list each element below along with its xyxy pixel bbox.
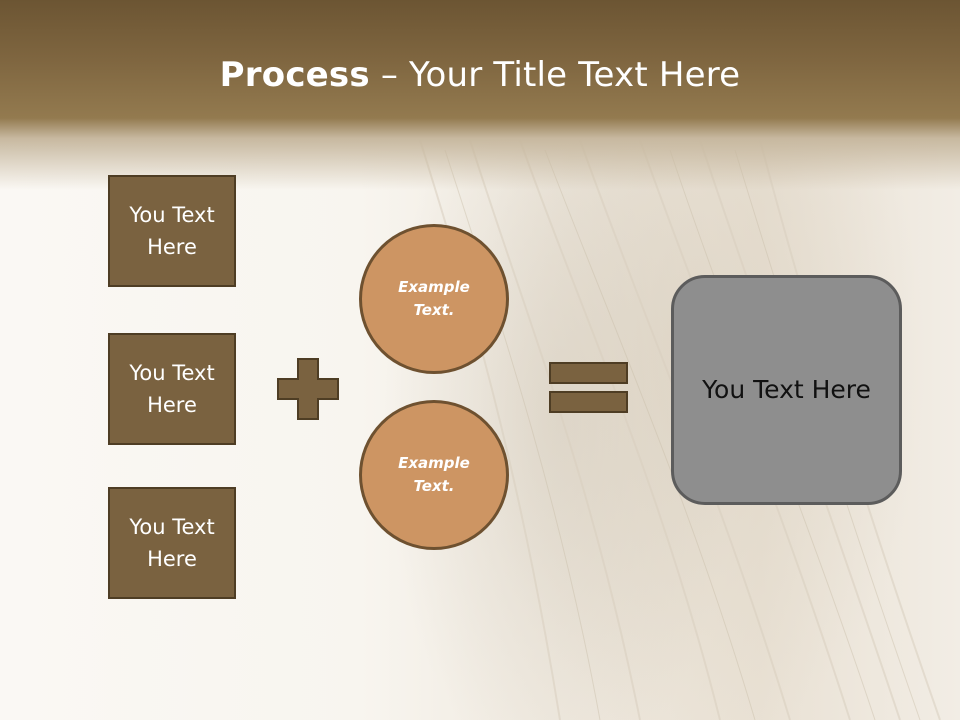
example-circle-1-label: Example Text. [398, 278, 470, 319]
title-strong: Process [219, 55, 370, 95]
input-box-1-label: You Text Here [129, 203, 215, 259]
input-box-3-label: You Text Here [129, 515, 215, 571]
input-box-2-label: You Text Here [129, 361, 215, 417]
example-circle-1: Example Text. [359, 224, 509, 374]
result-box-label: You Text Here [702, 375, 871, 404]
title-bar [0, 0, 960, 190]
result-box: You Text Here [671, 275, 902, 505]
equals-icon [549, 362, 628, 413]
input-box-1: You Text Here [108, 175, 236, 287]
title-rest: Your Title Text Here [409, 55, 741, 95]
plus-icon [277, 358, 339, 420]
example-circle-2-label: Example Text. [398, 454, 470, 495]
slide-title: Process – Your Title Text Here [0, 52, 960, 98]
input-box-3: You Text Here [108, 487, 236, 599]
example-circle-2: Example Text. [359, 400, 509, 550]
input-box-2: You Text Here [108, 333, 236, 445]
title-separator: – [369, 55, 410, 95]
